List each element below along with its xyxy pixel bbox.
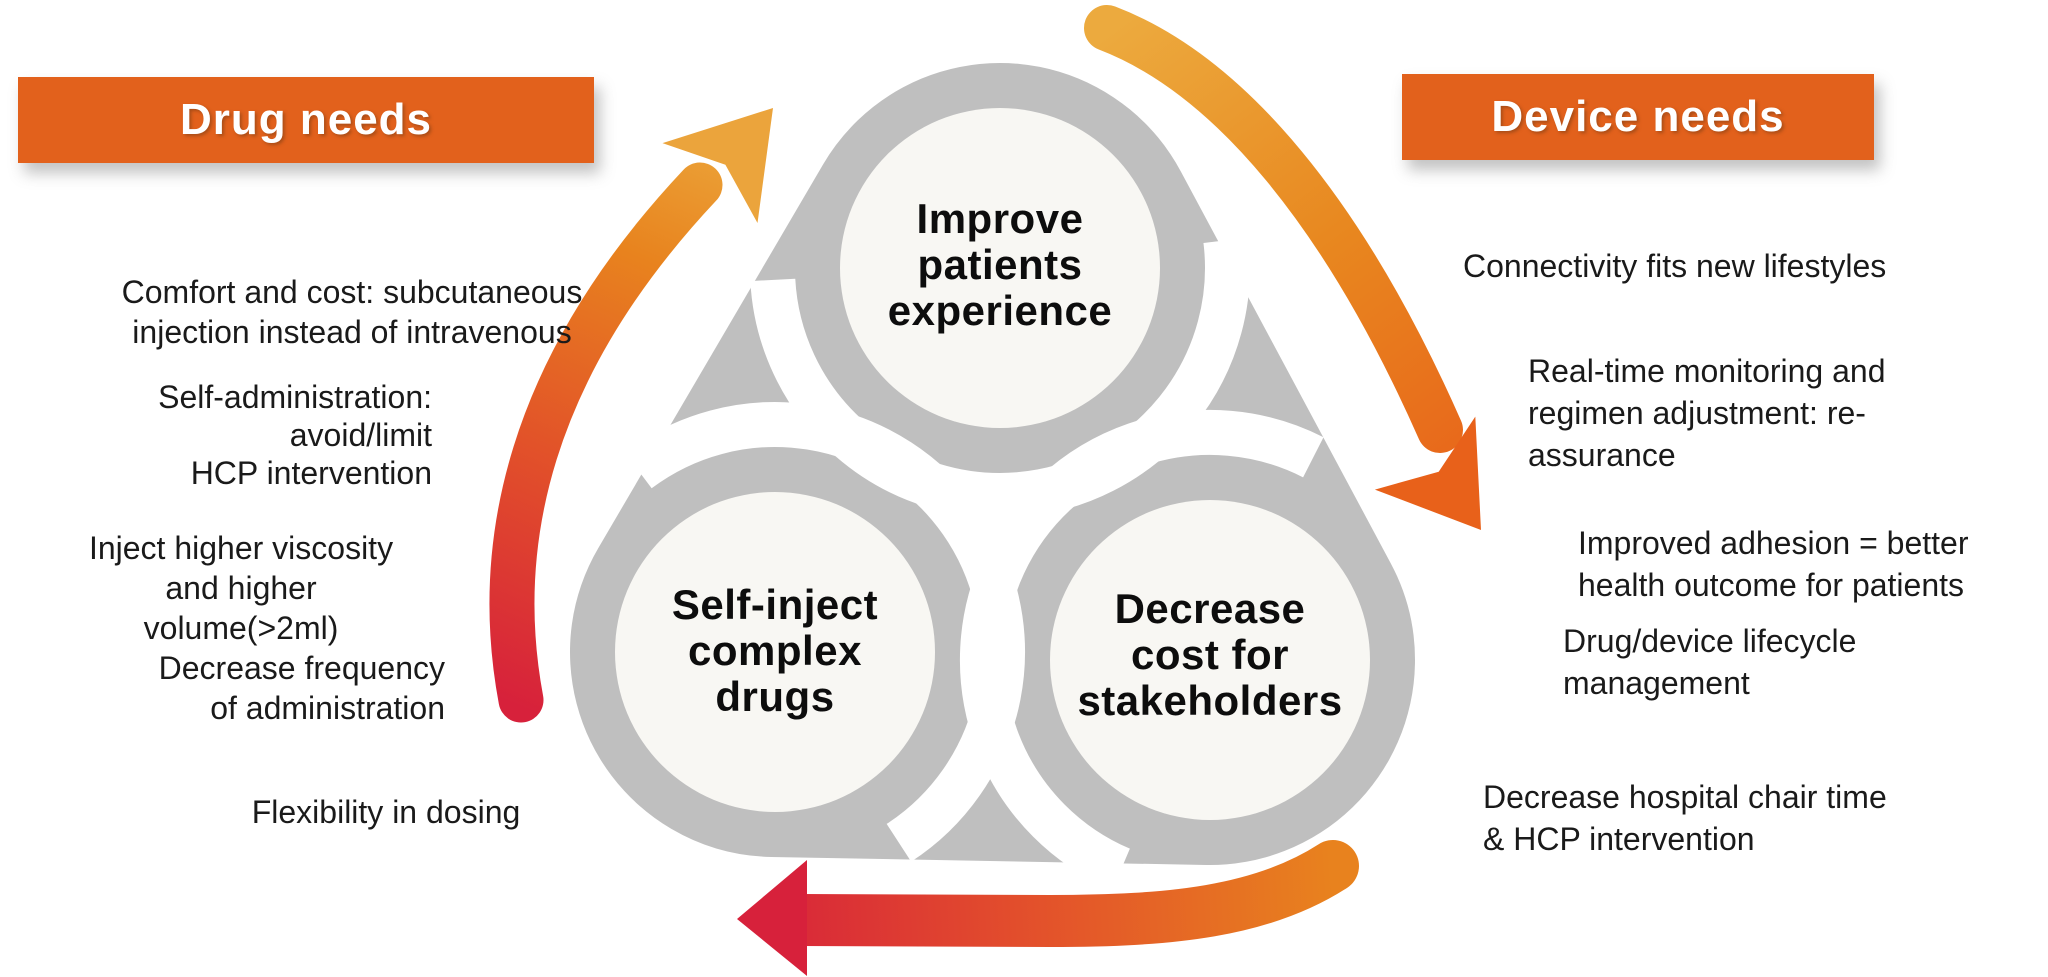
note-line: management — [1563, 665, 1750, 701]
bubble-line: experience — [887, 287, 1113, 334]
note-line: Flexibility in dosing — [251, 794, 521, 830]
bubble-line: Improve — [916, 195, 1084, 242]
drug-needs-header-label: Drug needs — [179, 95, 433, 144]
drug-need-item-frequency: Decrease frequency of administration — [145, 648, 445, 728]
device-need-item-adhesion: Improved adhesion = better health outcom… — [1578, 522, 2028, 606]
note-line: & HCP intervention — [1483, 821, 1755, 857]
note-line: Real-time monitoring and — [1528, 353, 1886, 389]
note-line: Comfort and cost: subcutaneous — [121, 274, 583, 310]
note-line: Decrease hospital chair time — [1483, 779, 1887, 815]
bubble-line: Decrease — [1114, 585, 1306, 632]
drug-need-item-comfort-cost: Comfort and cost: subcutaneous injection… — [102, 272, 602, 352]
bubble-circles — [615, 108, 1370, 820]
note-line: and higher volume(>2ml) — [143, 570, 339, 646]
bubble-line: patients — [917, 241, 1083, 288]
device-needs-header-label: Device needs — [1491, 92, 1785, 141]
bubble-label-decrease-cost-stakeholders: Decrease cost for stakeholders — [1060, 586, 1360, 724]
note-line: health outcome for patients — [1578, 567, 1965, 603]
note-line: Inject higher viscosity — [88, 530, 394, 566]
note-line: regimen adjustment: re-assurance — [1528, 395, 1866, 473]
bubble-label-self-inject-complex-drugs: Self-inject complex drugs — [625, 582, 925, 720]
device-needs-header: Device needs — [1402, 74, 1874, 160]
drug-need-item-self-administration: Self-administration: avoid/limit HCP int… — [61, 378, 432, 492]
device-need-item-chair-time: Decrease hospital chair time & HCP inter… — [1483, 776, 1933, 860]
bubble-line: complex — [688, 627, 862, 674]
bubble-label-improve-patients-experience: Improve patients experience — [850, 196, 1150, 334]
note-line: Decrease frequency — [158, 650, 445, 686]
cycle-arrow-down-right-icon — [1084, 5, 1481, 530]
drug-need-item-flexibility: Flexibility in dosing — [235, 792, 537, 832]
bubble-line: drugs — [715, 673, 835, 720]
note-line: Drug/device lifecycle — [1563, 623, 1857, 659]
bubble-line: Self-inject — [671, 581, 879, 628]
device-need-item-connectivity: Connectivity fits new lifestyles — [1463, 246, 1893, 286]
note-line: HCP intervention — [190, 455, 432, 491]
note-line: injection instead of intravenous — [132, 314, 572, 350]
drug-needs-header: Drug needs — [18, 77, 594, 163]
drug-need-item-viscosity: Inject higher viscosity and higher volum… — [85, 528, 397, 648]
bubble-top-circle — [840, 108, 1160, 428]
note-line: Improved adhesion = better — [1578, 525, 1969, 561]
note-line: Self-administration: avoid/limit — [158, 379, 432, 453]
bubble-bottom-right-circle — [1050, 500, 1370, 820]
center-cut — [972, 499, 1020, 547]
note-line: Connectivity fits new lifestyles — [1463, 248, 1887, 284]
cycle-arrow-left-icon — [737, 840, 1359, 976]
white-channel-cuts — [624, 237, 1324, 891]
bubble-line: stakeholders — [1077, 677, 1343, 724]
device-need-item-monitoring: Real-time monitoring and regimen adjustm… — [1528, 350, 1998, 476]
device-need-item-lifecycle: Drug/device lifecycle management — [1563, 620, 1993, 704]
bubble-line: cost for — [1130, 631, 1289, 678]
cycle-arrow-up-icon — [489, 108, 773, 723]
bubble-bottom-left-circle — [615, 492, 935, 812]
note-line: of administration — [210, 690, 445, 726]
